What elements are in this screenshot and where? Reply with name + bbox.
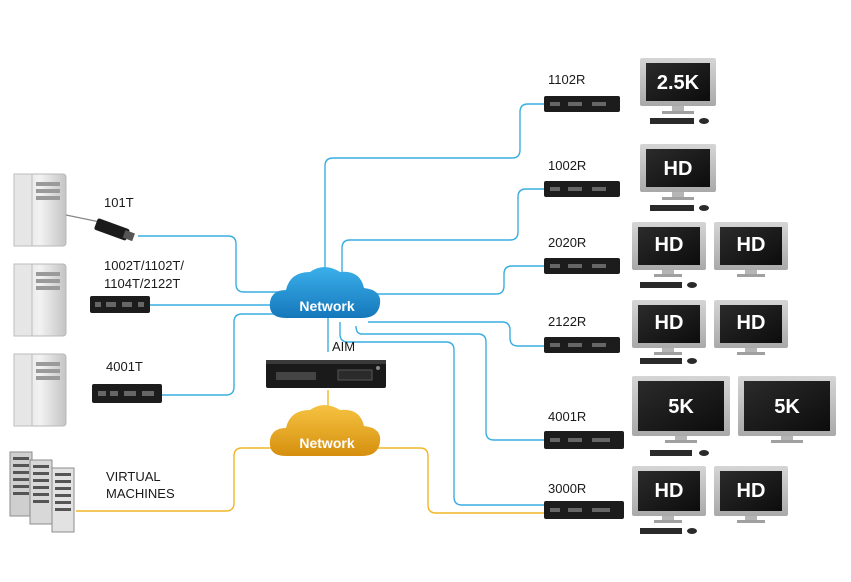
link-4001t bbox=[162, 313, 300, 396]
101t-dongle bbox=[94, 218, 135, 242]
link-3000r-gold bbox=[368, 447, 544, 514]
label-virtual-line1: VIRTUAL bbox=[106, 469, 161, 484]
tower-computer-2 bbox=[13, 263, 67, 337]
receiver-1102r: 1102R bbox=[544, 72, 620, 112]
link-2020r bbox=[370, 265, 544, 295]
monitor-2-5k: 2.5K bbox=[640, 58, 716, 124]
aim-server bbox=[266, 360, 386, 388]
4001t-device bbox=[92, 384, 162, 403]
tower-computer-3 bbox=[13, 353, 67, 427]
blue-links bbox=[138, 103, 544, 506]
monitors-2020r: HD HD bbox=[632, 222, 788, 288]
monitor-1002r: HD bbox=[640, 144, 716, 211]
label-1002r: 1002R bbox=[548, 158, 586, 173]
network-cloud-top: Network bbox=[269, 267, 381, 318]
label-aim: AIM bbox=[332, 339, 355, 354]
link-3000r bbox=[339, 322, 544, 506]
screen-label-1102r-1: 2.5K bbox=[657, 72, 700, 94]
1002t-device bbox=[90, 296, 150, 313]
screen-label-4001r-2: 5K bbox=[774, 396, 800, 418]
label-2122r: 2122R bbox=[548, 314, 586, 329]
tower-computer-1 bbox=[13, 173, 67, 247]
monitors-4001r: 5K 5K bbox=[632, 376, 836, 456]
network-label-top: Network bbox=[299, 298, 354, 314]
link-4001r bbox=[355, 325, 544, 441]
label-1002t-line2: 1104T/2122T bbox=[104, 276, 180, 291]
link-virtual bbox=[76, 447, 292, 512]
link-1102r bbox=[324, 103, 544, 290]
receiver-3000r: 3000R bbox=[544, 481, 624, 519]
label-4001r: 4001R bbox=[548, 409, 586, 424]
network-label-bottom: Network bbox=[299, 435, 354, 451]
screen-label-2020r-1: HD bbox=[655, 234, 684, 256]
server-rack-icon bbox=[9, 451, 75, 533]
label-virtual-line2: MACHINES bbox=[106, 486, 175, 501]
label-2020r: 2020R bbox=[548, 235, 586, 250]
screen-label-2122r-2: HD bbox=[737, 312, 766, 334]
label-101t: 101T bbox=[104, 195, 134, 210]
screen-label-3000r-2: HD bbox=[737, 480, 766, 502]
receiver-1002r: 1002R bbox=[544, 158, 620, 197]
receiver-2020r: 2020R bbox=[544, 235, 620, 274]
monitors-2122r: HD HD bbox=[632, 300, 788, 364]
receiver-4001r: 4001R bbox=[544, 409, 624, 449]
receiver-2122r: 2122R bbox=[544, 314, 620, 353]
label-3000r: 3000R bbox=[548, 481, 586, 496]
screen-label-2122r-1: HD bbox=[655, 312, 684, 334]
screen-label-2020r-2: HD bbox=[737, 234, 766, 256]
label-4001t: 4001T bbox=[106, 359, 143, 374]
link-1002r bbox=[341, 188, 544, 290]
screen-label-4001r-1: 5K bbox=[668, 396, 694, 418]
link-2122r bbox=[368, 321, 544, 347]
monitors-3000r: HD HD bbox=[632, 466, 788, 534]
screen-label-3000r-1: HD bbox=[655, 480, 684, 502]
link-101t bbox=[138, 235, 300, 293]
screen-label-1002r-1: HD bbox=[664, 158, 693, 180]
label-1002t-line1: 1002T/1102T/ bbox=[104, 258, 184, 273]
label-1102r: 1102R bbox=[548, 72, 585, 87]
network-cloud-bottom: Network bbox=[269, 405, 381, 456]
